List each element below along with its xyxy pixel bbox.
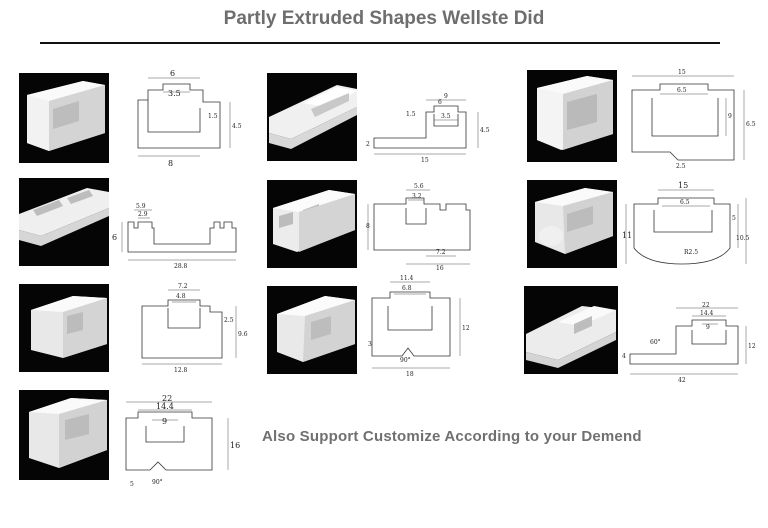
profile-drawing-1: 6 3.5 8 1.5 4.5 [128,69,248,170]
profile-photo-2 [267,73,357,161]
profile-photo-8 [267,286,357,374]
dim-label: 9 [706,324,710,331]
profile-drawing-8: 11.4 6.8 12 3 90° 18 [360,275,500,378]
dim-label: 22 [702,302,710,309]
dim-label: 18 [406,371,414,378]
dim-label: 14.4 [700,310,714,317]
dim-label: 6 [170,69,175,78]
profile-drawing-3: 15 6.5 9 6.5 2.5 [622,69,762,175]
profile-photo-9 [524,286,618,374]
dim-label: 6.5 [677,87,687,94]
dim-label: 3.5 [168,89,181,98]
dim-label: 2.9 [138,211,148,218]
dim-label: 90° [400,357,411,364]
dim-label: 3 [368,341,372,348]
dim-label: R2.5 [684,249,698,256]
dim-label: 12.8 [174,367,188,374]
dim-label: 15 [678,181,688,190]
profile-drawing-5: 5.6 3.2 8 7.2 16 [366,180,496,272]
dim-label: 42 [678,377,686,384]
dim-label: 10.5 [736,235,750,242]
dim-label: 2.5 [224,317,234,324]
dim-label: 5.6 [414,183,424,190]
profile-photo-4 [19,178,109,266]
dim-label: 9 [444,93,448,100]
dim-label: 9.6 [238,331,248,338]
dim-label: 14.4 [156,402,174,411]
dim-label: 5 [732,215,736,222]
page-title: Partly Extruded Shapes Wellste Did [223,8,545,29]
dim-label: 7.2 [178,283,188,290]
dim-label: 15 [678,69,686,76]
profile-photo-3 [527,70,617,162]
dim-label: 1.5 [208,113,218,120]
dim-label: 5.9 [136,203,146,210]
dim-label: 16 [436,265,444,272]
profile-photo-5 [267,180,357,268]
profile-drawing-6: 15 6.5 11 5 10.5 R2.5 [622,181,762,280]
profile-drawing-10: 22 14.4 9 16 5 90° [118,394,248,492]
dim-label: 16 [230,441,240,450]
dim-label: 6.5 [746,121,756,128]
profile-drawing-7: 7.2 4.8 9.6 2.5 12.8 [132,283,262,376]
profile-photo-10 [19,390,109,480]
dim-label: 4.5 [480,127,490,134]
profile-drawing-2: 9 6 3.5 1.5 15 2 4.5 [366,92,496,172]
dim-label: 9 [162,417,167,426]
dim-label: 6 [438,99,442,106]
dim-label: 2.5 [676,163,686,170]
dim-label: 9 [728,113,732,120]
dim-label: 4 [622,353,626,360]
dim-label: 3.5 [441,113,451,120]
profile-drawing-9: 22 14.4 9 12 4 60° 42 [622,300,762,384]
customize-caption: Also Support Customize According to your… [262,428,642,445]
dim-label: 90° [152,479,163,486]
dim-label: 28.8 [174,263,188,270]
dim-label: 6.5 [680,199,690,206]
dim-label: 6 [112,233,117,242]
dim-label: 7.2 [436,249,446,256]
title-underline [40,42,720,44]
dim-label: 60° [650,339,661,346]
dim-label: 11 [622,231,632,240]
dim-label: 12 [748,343,756,350]
dim-label: 6.8 [402,285,412,292]
dim-label: 1.5 [406,111,416,118]
dim-label: 22 [162,394,172,403]
dim-label: 11.4 [400,275,414,282]
dim-label: 2 [366,141,370,148]
profile-photo-1 [19,73,109,163]
profile-photo-7 [19,284,109,372]
dim-label: 4.5 [232,123,242,130]
dim-label: 8 [366,223,370,230]
dim-label: 3.2 [412,193,422,200]
dim-label: 5 [130,481,134,488]
dim-label: 12 [462,325,470,332]
profile-photo-6 [527,180,617,268]
dim-label: 4.8 [176,293,186,300]
profile-drawing-4: 5.9 2.9 6 28.8 [110,198,260,270]
dim-label: 8 [168,159,173,168]
dim-label: 15 [421,157,429,164]
